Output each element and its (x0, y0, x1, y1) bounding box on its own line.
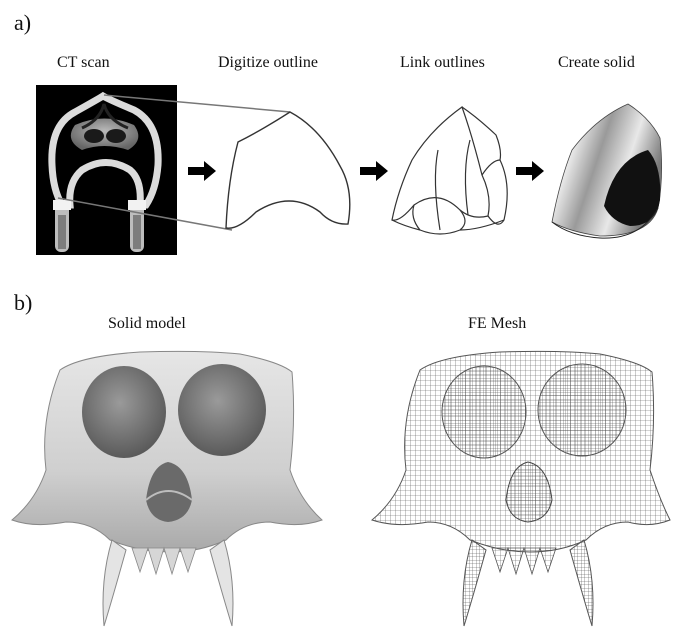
ct-scan-image (36, 85, 177, 255)
linked-outlines (392, 107, 507, 234)
arrow-1 (188, 161, 216, 181)
fe-mesh-skull (372, 351, 670, 626)
arrow-3 (516, 161, 544, 181)
digitized-outline (226, 112, 350, 228)
arrow-2 (360, 161, 388, 181)
solid-skull-model (12, 351, 322, 626)
created-solid (552, 104, 662, 238)
